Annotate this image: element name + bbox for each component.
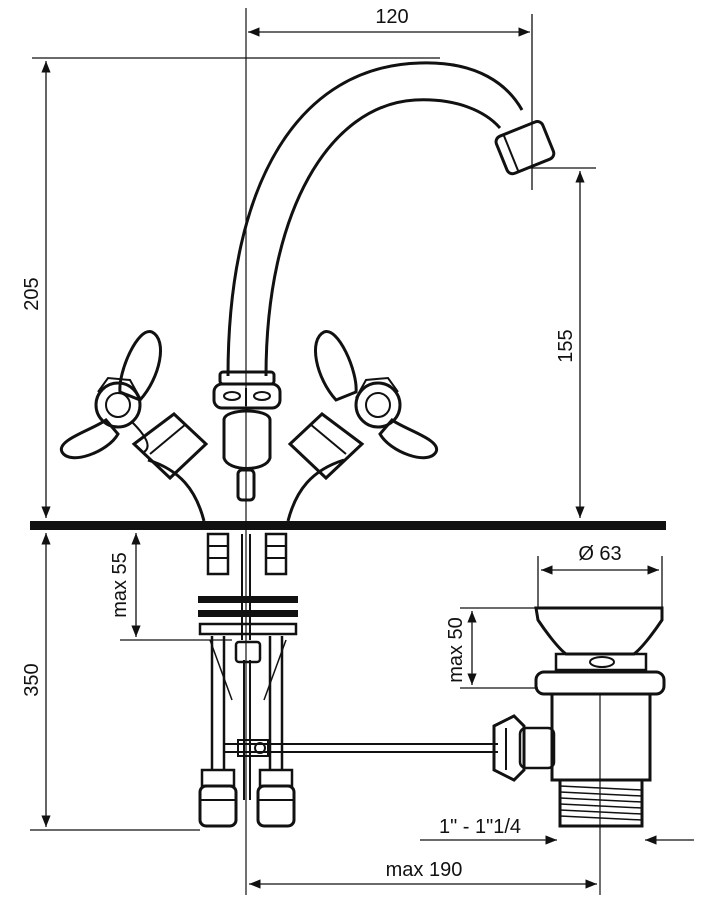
dim-label-max190: max 190 xyxy=(386,859,463,881)
dim-label-thread: 1" - 1"1/4 xyxy=(439,816,521,838)
left-handle xyxy=(59,330,209,481)
dim-label-d63: Ø 63 xyxy=(578,543,621,565)
pop-up-rod xyxy=(224,739,498,757)
dim-label-max50: max 50 xyxy=(445,617,467,683)
dim-label-350: 350 xyxy=(21,663,43,696)
countertop-line xyxy=(30,521,666,530)
dim-label-205: 205 xyxy=(21,277,43,310)
right-handle xyxy=(287,330,439,481)
waste-drain xyxy=(492,606,666,895)
dim-label-max55: max 55 xyxy=(109,552,131,618)
supply-hoses xyxy=(198,532,298,828)
dim-label-155: 155 xyxy=(555,329,577,362)
faucet-body xyxy=(147,370,345,522)
aerator xyxy=(494,120,556,176)
spout xyxy=(226,61,556,377)
dim-label-120: 120 xyxy=(375,6,408,28)
